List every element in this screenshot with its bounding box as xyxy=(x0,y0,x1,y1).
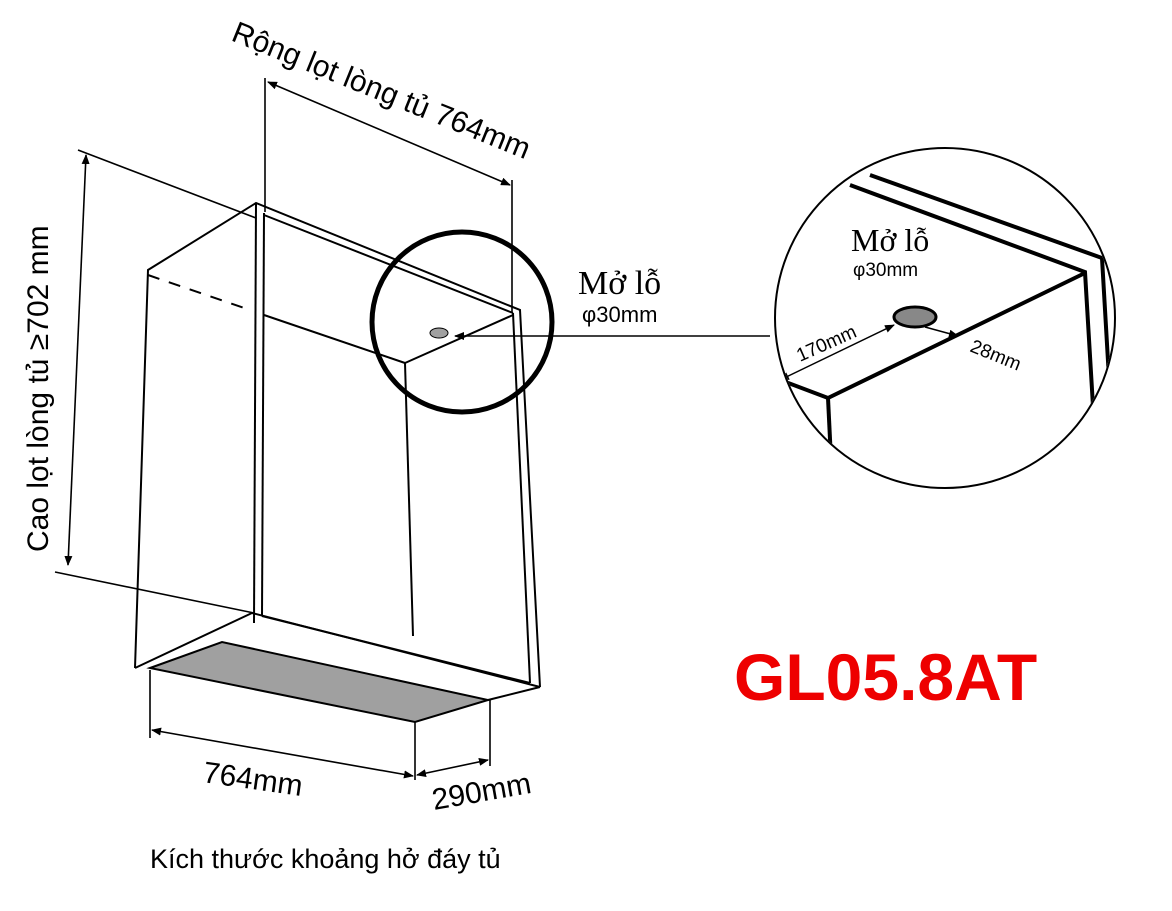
hole-diameter: φ30mm xyxy=(582,302,657,327)
bottom-depth-label: 290mm xyxy=(429,767,533,817)
dimension-lines xyxy=(54,78,770,780)
bottom-opening xyxy=(146,640,492,724)
detail-magnifier xyxy=(774,147,1116,489)
highlight-circle xyxy=(369,229,555,415)
bottom-width-label: 764mm xyxy=(201,756,305,803)
hole-marker xyxy=(429,327,449,339)
detail-hole-title: Mở lỗ xyxy=(851,222,929,258)
width-label: Rộng lọt lòng tủ 764mm xyxy=(227,16,535,166)
height-label: Cao lọt lòng tủ ≥702 mm xyxy=(22,225,55,552)
cabinet-outline xyxy=(134,201,541,701)
detail-hole-diameter: φ30mm xyxy=(853,260,918,281)
hole-title: Mở lỗ xyxy=(578,265,661,302)
caption: Kích thước khoảng hở đáy tủ xyxy=(150,844,501,874)
model-number: GL05.8AT xyxy=(734,640,1037,714)
